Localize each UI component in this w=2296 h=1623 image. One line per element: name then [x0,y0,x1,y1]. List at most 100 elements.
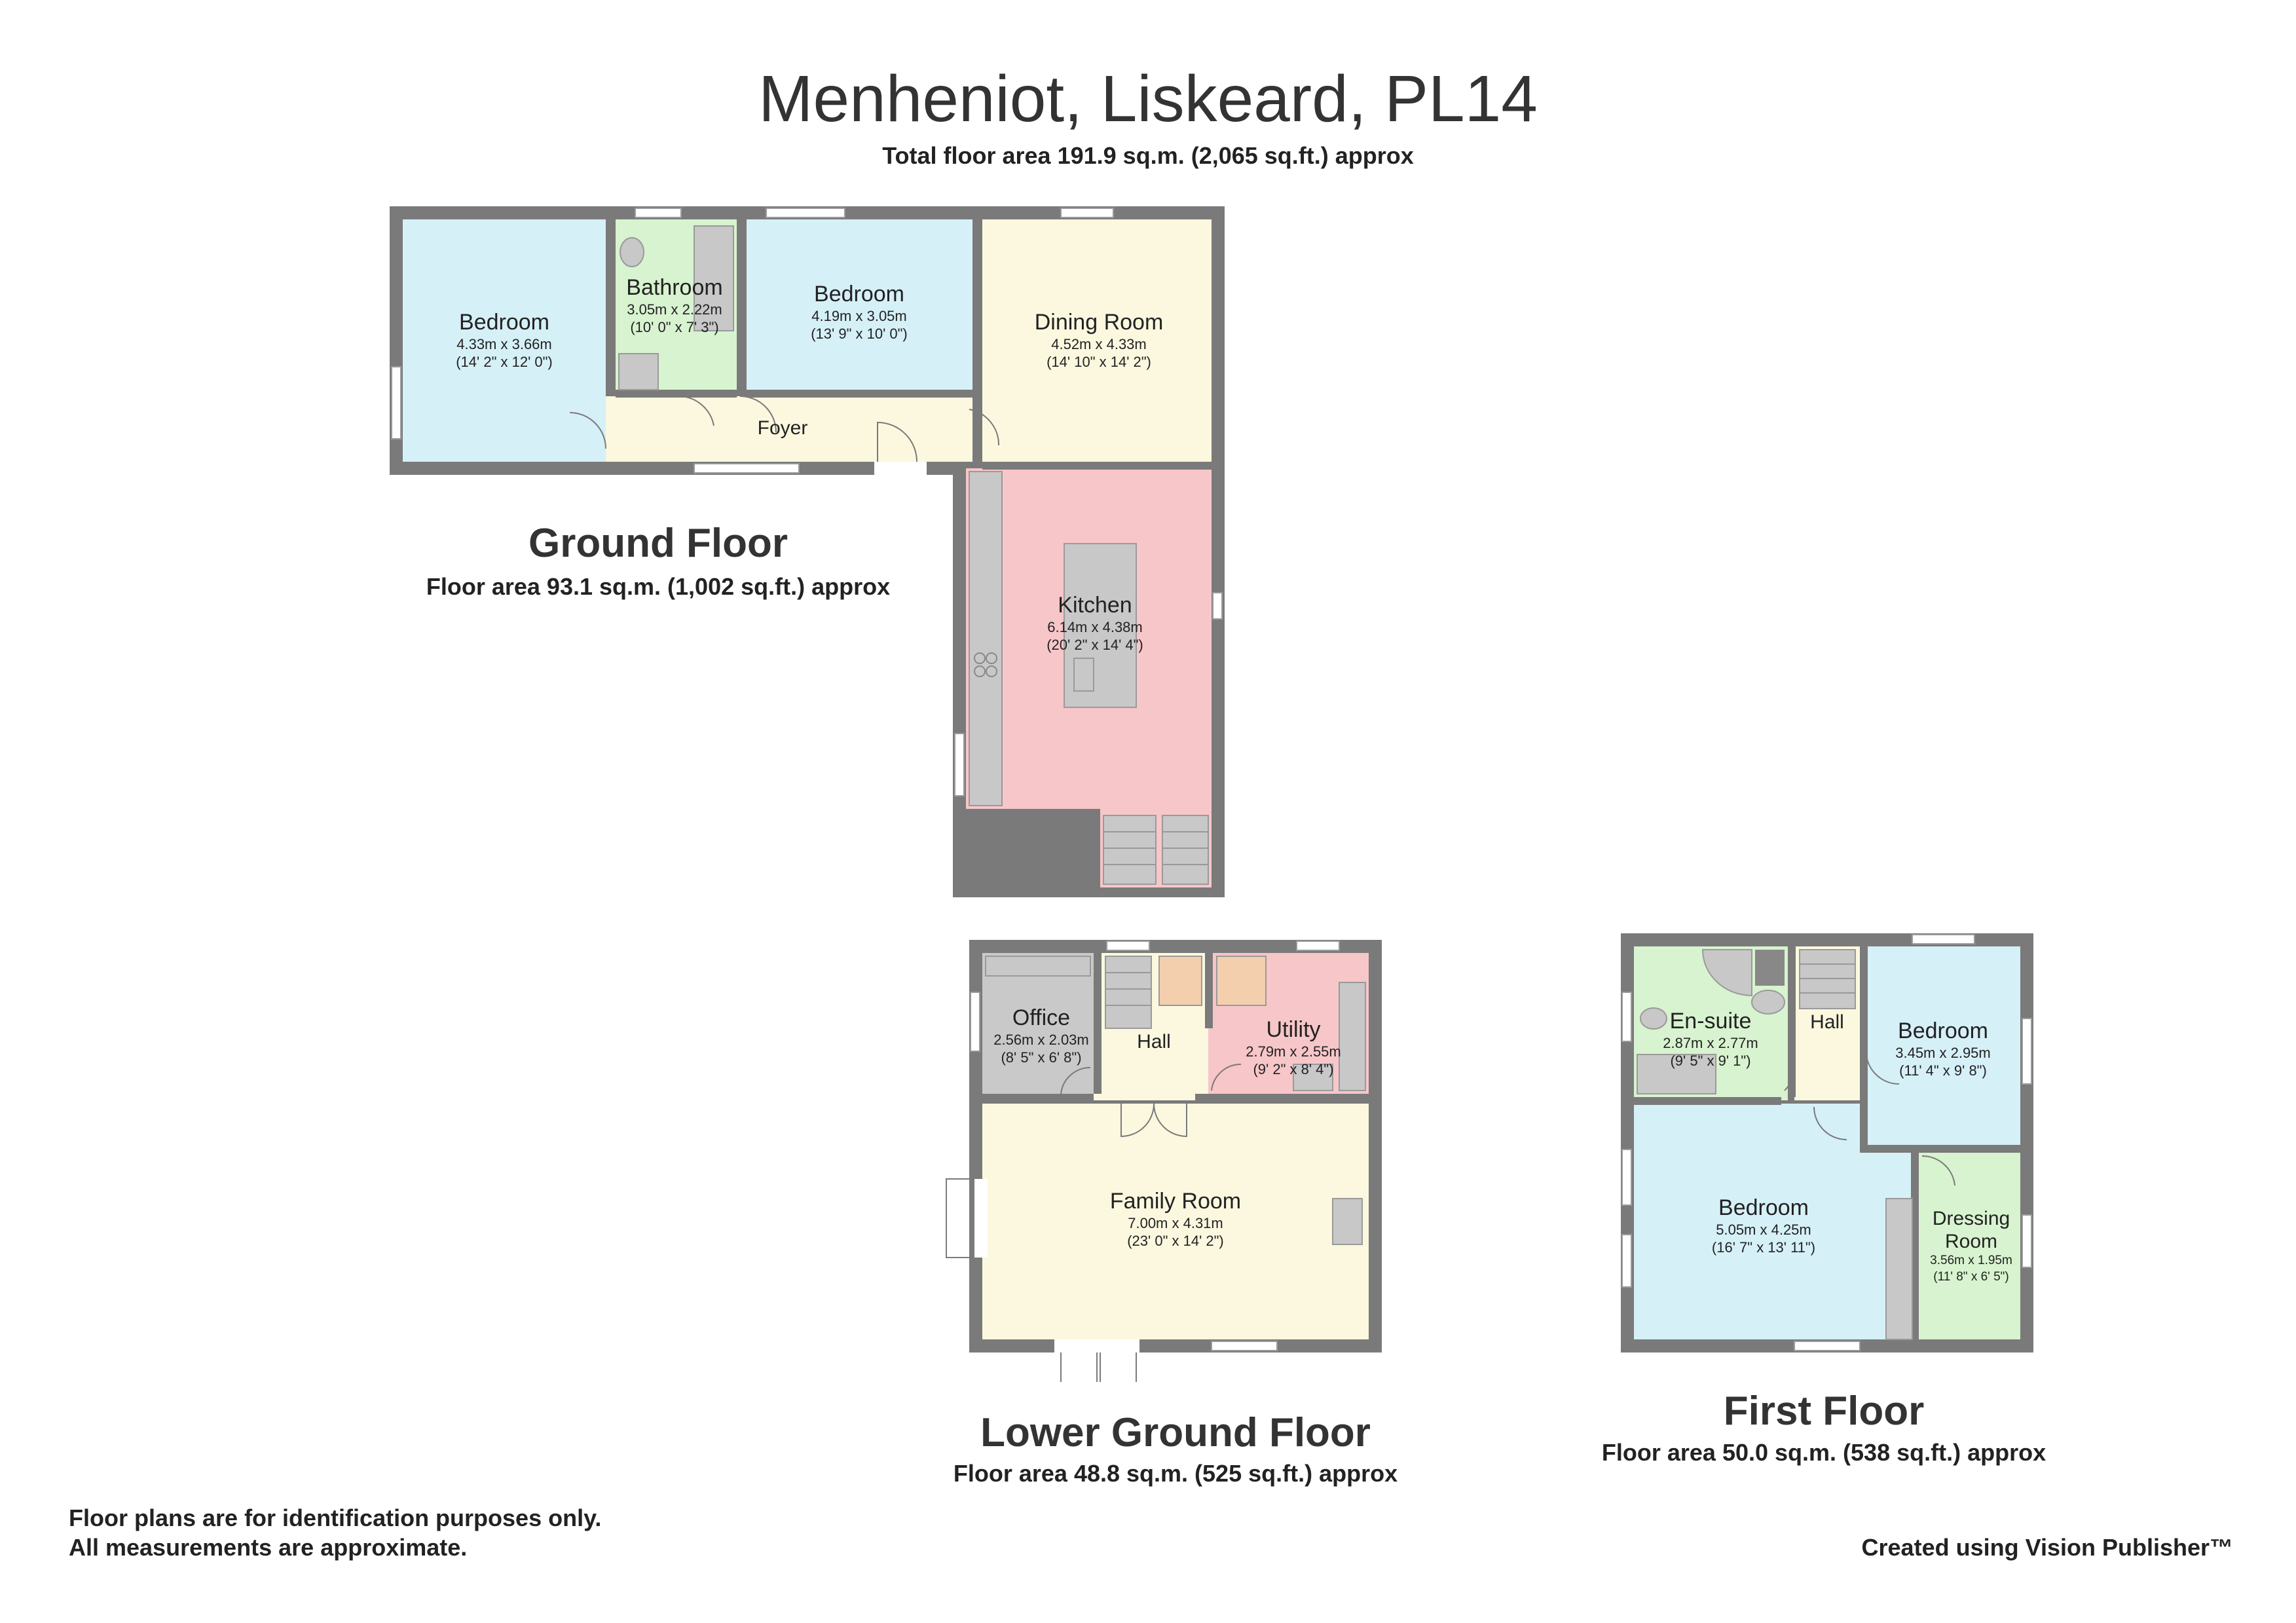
first-window-bedroom-east [2022,1018,2032,1085]
lower-utility-metric: 2.79m x 2.55m [1246,1043,1341,1060]
wardrobe-icon [1885,1198,1913,1340]
ground-window-bed1 [391,366,401,439]
lower-hall-label: Hall [1137,1031,1171,1053]
door-swing-utility [1211,1063,1242,1091]
door-swing-dressing [1921,1155,1955,1186]
ground-dining-room [982,219,1212,462]
first-wall-hall-bedroom [1860,946,1868,1149]
door-swing-ensuite [1784,1057,1794,1091]
first-stairs-icon [1799,949,1856,1009]
ground-bedroom1-metric: 4.33m x 3.66m [456,336,552,352]
ground-stairs-icon [1103,815,1209,885]
first-dressing-room [1919,1153,2020,1339]
ground-wall-bath-bed2 [737,219,747,396]
ground-floor-title: Ground Floor [528,521,788,566]
first-bedroom-small-imperial: (11' 4" x 9' 8") [1899,1062,1987,1079]
ensuite-bath-icon [1637,1054,1716,1094]
lower-front-door-gap [1054,1339,1139,1352]
door-swing-bath [677,395,714,426]
door-swing-bedroom-main [1813,1106,1847,1140]
lower-french-doors-front [1060,1352,1137,1382]
ground-bedroom2-label: Bedroom [814,282,904,307]
ground-wall-bed2-foyer [747,390,972,398]
first-window-bedroom-main-south [1794,1341,1861,1351]
ground-foyer-label: Foyer [758,417,808,439]
ground-dining-imperial: (14' 10" x 14' 2") [1046,354,1151,370]
total-floor-area: Total floor area 191.9 sq.m. (2,065 sq.f… [882,142,1414,169]
first-wall-ensuite-hall [1788,946,1796,1097]
lower-wall-hall-utility [1205,953,1213,1028]
bath-icon [694,225,734,331]
lower-french-doors-side [946,1178,974,1258]
ground-bedroom2-imperial: (13' 9" x 10' 0") [811,326,908,342]
door-swing-dining [969,409,1000,446]
lower-utility-imperial: (9' 2" x 8' 4") [1253,1061,1333,1077]
lower-ground-floor-plan: Office 2.56m x 2.03m (8' 5" x 6' 8") Hal… [946,940,1382,1382]
door-swing-bed1 [569,412,606,449]
lower-wall-office-hall [1094,953,1102,1094]
lower-window-office [970,992,980,1052]
lower-window-utility [1296,941,1340,951]
office-shelf-icon [985,956,1091,977]
first-bedroom-main-metric: 5.05m x 4.25m [1716,1222,1811,1238]
ground-window-kitchen [1212,592,1223,620]
first-bedroom-small-label: Bedroom [1898,1018,1988,1043]
ground-dining-metric: 4.52m x 4.33m [1051,336,1147,352]
lower-floor-area: Floor area 48.8 sq.m. (525 sq.ft.) appro… [954,1460,1398,1487]
first-window-ensuite [1621,992,1632,1042]
shower-icon [618,353,659,390]
ground-window-bath [635,208,682,218]
ground-wall-bed1-bath [606,219,616,396]
credit-text: Created using Vision Publisher™ [1862,1534,2233,1561]
lower-side-door-gap [974,1179,988,1258]
ensuite-basin-icon [1751,990,1785,1015]
ensuite-cabinet-icon [1755,950,1785,986]
kitchen-worktop [969,471,1003,806]
first-window-bedroom-small [1912,934,1975,944]
hob-icon [974,652,997,677]
lower-family-room [982,1104,1369,1339]
lower-hall-double-door [1120,1103,1187,1138]
lower-office-label: Office [1012,1005,1070,1030]
ground-kitchen-metric: 6.14m x 4.38m [1047,619,1143,635]
first-ensuite-label: En-suite [1670,1009,1752,1034]
first-bedroom-main-imperial: (16' 7" x 13' 11") [1712,1239,1815,1256]
ground-kitchen-label: Kitchen [1058,593,1132,618]
first-window-bedroom-main-2 [1621,1234,1632,1288]
first-dressing-imperial: (11' 8" x 6' 5") [1933,1270,2009,1284]
ground-window-foyer [694,463,800,474]
ground-wall-bed2-dining [972,219,982,396]
door-swing-bed2 [739,396,777,433]
first-window-dressing [2022,1214,2032,1268]
ground-bathroom-imperial: (10' 0" x 7' 3") [630,319,718,335]
first-floor-area: Floor area 50.0 sq.m. (538 sq.ft.) appro… [1602,1439,2046,1466]
ground-foyer [606,396,972,462]
first-bedroom-main [1634,1104,1916,1339]
ground-floor-plan: Bedroom 4.33m x 3.66m (14' 2" x 12' 0") … [390,206,1225,897]
ground-floor-area: Floor area 93.1 sq.m. (1,002 sq.ft.) app… [426,573,890,600]
lower-office-metric: 2.56m x 2.03m [993,1032,1089,1048]
first-ensuite-imperial: (9' 5" x 9' 1") [1670,1053,1750,1069]
lower-floor-title: Lower Ground Floor [980,1410,1371,1455]
ground-bedroom1-imperial: (14' 2" x 12' 0") [456,354,553,370]
ensuite-toilet-icon [1640,1007,1667,1030]
lower-family-label: Family Room [1110,1189,1241,1214]
ground-wall-dining-kitchen [982,462,1212,470]
ground-bathroom-metric: 3.05m x 2.22m [627,301,722,318]
lower-wall-utility-family [1195,1094,1369,1104]
ground-window-dining [1060,208,1114,218]
ensuite-shower-icon [1701,949,1752,997]
ground-bedroom2-metric: 4.19m x 3.05m [811,308,907,324]
lower-family-imperial: (23' 0" x 14' 2") [1127,1233,1224,1249]
page-title: Menheniot, Liskeard, PL14 [758,62,1538,136]
first-floor-title: First Floor [1724,1389,1925,1434]
utility-sink-icon [1293,1064,1333,1091]
first-dressing-label-2: Room [1945,1231,1997,1252]
first-window-bedroom-main-1 [1621,1149,1632,1206]
disclaimer-line-1: Floor plans are for identification purpo… [69,1504,601,1531]
ground-bathroom-label: Bathroom [626,275,722,300]
ground-bedroom1-label: Bedroom [459,310,549,335]
utility-worktop [1339,982,1366,1091]
hall-cupboard-2 [1216,956,1267,1006]
